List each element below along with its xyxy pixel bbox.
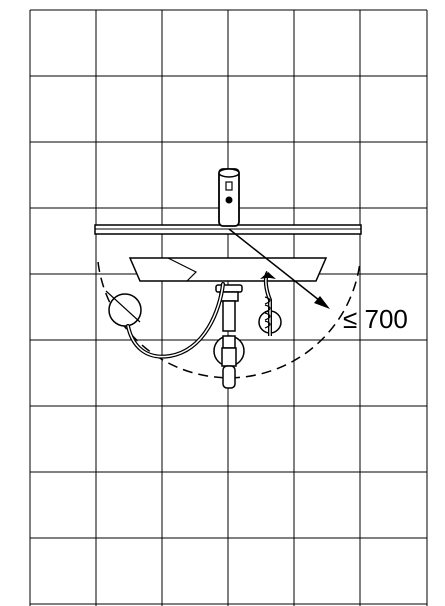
sensor-window-icon: [225, 181, 233, 191]
sensor-eye-icon: [225, 196, 233, 204]
max-distance-label: ≤ 700: [343, 304, 408, 334]
washbasin: [94, 224, 362, 282]
control-box-icon: [108, 293, 142, 327]
dimension-arrow: [228, 228, 330, 309]
angle-valve: [258, 270, 282, 336]
control-box: [105, 290, 142, 327]
basin-overflow-shape: [167, 257, 198, 282]
sensor-faucet: [218, 168, 240, 227]
basin-bowl: [128, 257, 328, 282]
